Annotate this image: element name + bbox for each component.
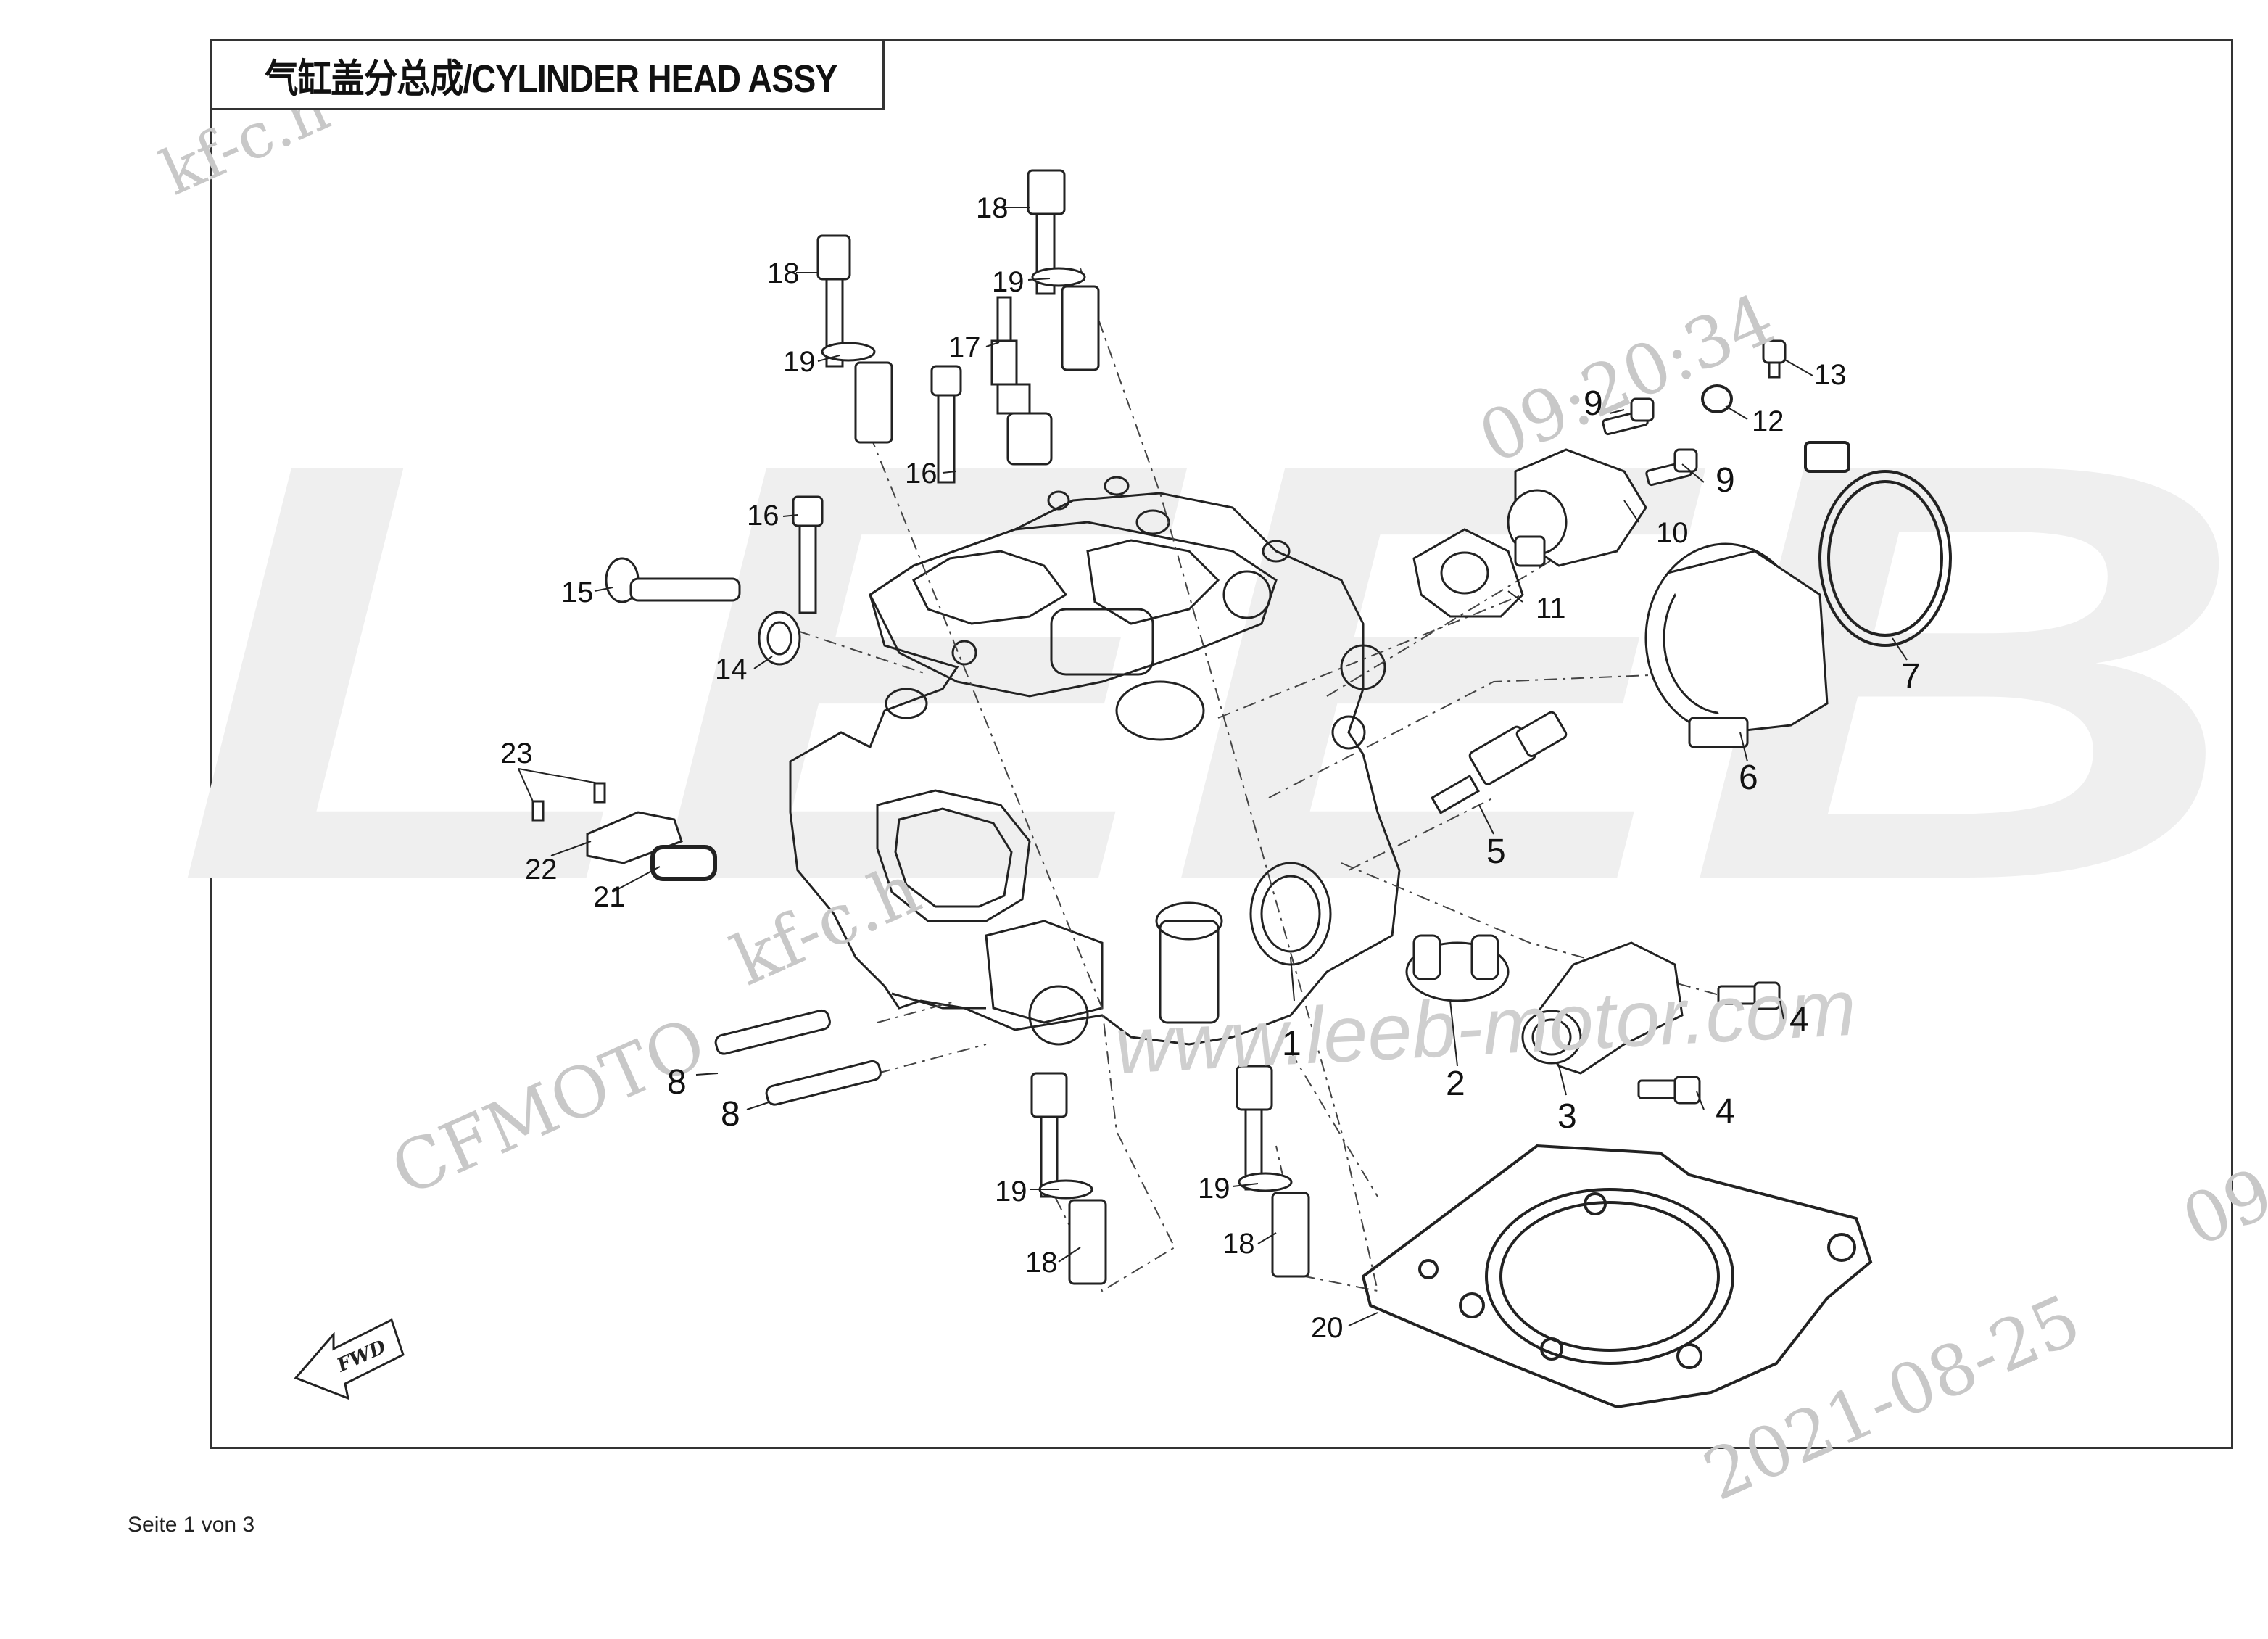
callout-19a: 19 bbox=[783, 346, 816, 378]
callout-17: 17 bbox=[948, 331, 981, 363]
callout-16b: 16 bbox=[747, 500, 779, 532]
thermostat-2 bbox=[1405, 934, 1510, 1002]
bolts-4 bbox=[1637, 981, 1781, 1105]
bolt-18-top-left bbox=[816, 234, 893, 444]
head-gasket-20 bbox=[1361, 1144, 1873, 1409]
callout-7: 7 bbox=[1901, 657, 1921, 695]
callout-9a: 9 bbox=[1584, 384, 1603, 423]
callout-18a: 18 bbox=[767, 257, 800, 289]
temp-sensor-5 bbox=[1430, 711, 1568, 814]
idle-valve-10 bbox=[1507, 448, 1647, 567]
callout-8a: 8 bbox=[667, 1063, 687, 1102]
callout-18d: 18 bbox=[1222, 1228, 1255, 1260]
callout-3: 3 bbox=[1557, 1097, 1577, 1136]
callout-21: 21 bbox=[593, 881, 626, 913]
intake-boot-6 bbox=[1644, 542, 1829, 748]
callout-19b: 19 bbox=[992, 266, 1025, 298]
callout-19c: 19 bbox=[995, 1176, 1027, 1207]
leader-lines bbox=[518, 207, 1908, 1326]
oring-12 bbox=[1701, 384, 1733, 413]
watermark-date: 2021-08-25 bbox=[1692, 1279, 2092, 1516]
callout-20: 20 bbox=[1311, 1312, 1344, 1344]
callout-11: 11 bbox=[1536, 593, 1566, 624]
shaft-15 bbox=[605, 557, 741, 603]
dowel-pins-8 bbox=[714, 1009, 882, 1106]
callout-23: 23 bbox=[500, 738, 533, 769]
bolts-9 bbox=[1602, 397, 1698, 487]
callout-5: 5 bbox=[1486, 833, 1506, 871]
spark-plug-17 bbox=[990, 296, 1053, 466]
screw-13 bbox=[1762, 339, 1787, 379]
callout-6: 6 bbox=[1739, 759, 1758, 797]
callout-13: 13 bbox=[1814, 359, 1847, 391]
callout-9b: 9 bbox=[1716, 461, 1735, 500]
watermark-cfmoto: CFMOTO bbox=[380, 1002, 718, 1212]
callout-12: 12 bbox=[1752, 405, 1784, 437]
callout-16a: 16 bbox=[905, 458, 938, 490]
cylinder-head bbox=[789, 476, 1401, 1046]
callout-10: 10 bbox=[1656, 517, 1689, 549]
gasket-11 bbox=[1412, 528, 1524, 618]
callout-4a: 4 bbox=[1789, 1001, 1809, 1039]
callout-22: 22 bbox=[525, 854, 558, 885]
callout-14: 14 bbox=[715, 653, 748, 685]
thermostat-housing-3 bbox=[1521, 941, 1684, 1075]
callout-8b: 8 bbox=[721, 1095, 740, 1134]
cover-21-22 bbox=[531, 782, 717, 881]
seal-14 bbox=[758, 611, 801, 666]
callout-19d: 19 bbox=[1198, 1173, 1230, 1205]
bolt-18-top-right bbox=[1027, 169, 1100, 371]
callout-15: 15 bbox=[561, 577, 594, 608]
watermark-partial: 09 bbox=[2171, 1152, 2268, 1263]
bolt-16-a bbox=[930, 365, 962, 484]
fwd-arrow: FWD bbox=[294, 1318, 405, 1400]
callout-4b: 4 bbox=[1716, 1092, 1735, 1131]
bolt-18-bottom-left bbox=[1030, 1072, 1107, 1285]
callout-1: 1 bbox=[1282, 1025, 1301, 1063]
page-title: 气缸盖分总成/CYLINDER HEAD ASSY bbox=[265, 57, 837, 101]
clamp-band-7 bbox=[1804, 441, 1952, 647]
diagram-frame bbox=[210, 39, 2233, 1449]
callout-18c: 18 bbox=[1025, 1247, 1058, 1279]
callout-labels: 1 2 3 4 4 5 6 7 8 8 9 9 10 11 12 13 14 1… bbox=[500, 192, 1921, 1344]
callout-18b: 18 bbox=[976, 192, 1009, 224]
title-box: 气缸盖分总成/CYLINDER HEAD ASSY bbox=[210, 39, 885, 110]
bolt-16-b bbox=[792, 495, 824, 614]
callout-2: 2 bbox=[1446, 1065, 1465, 1103]
page-footer: Seite 1 von 3 bbox=[128, 1513, 255, 1537]
